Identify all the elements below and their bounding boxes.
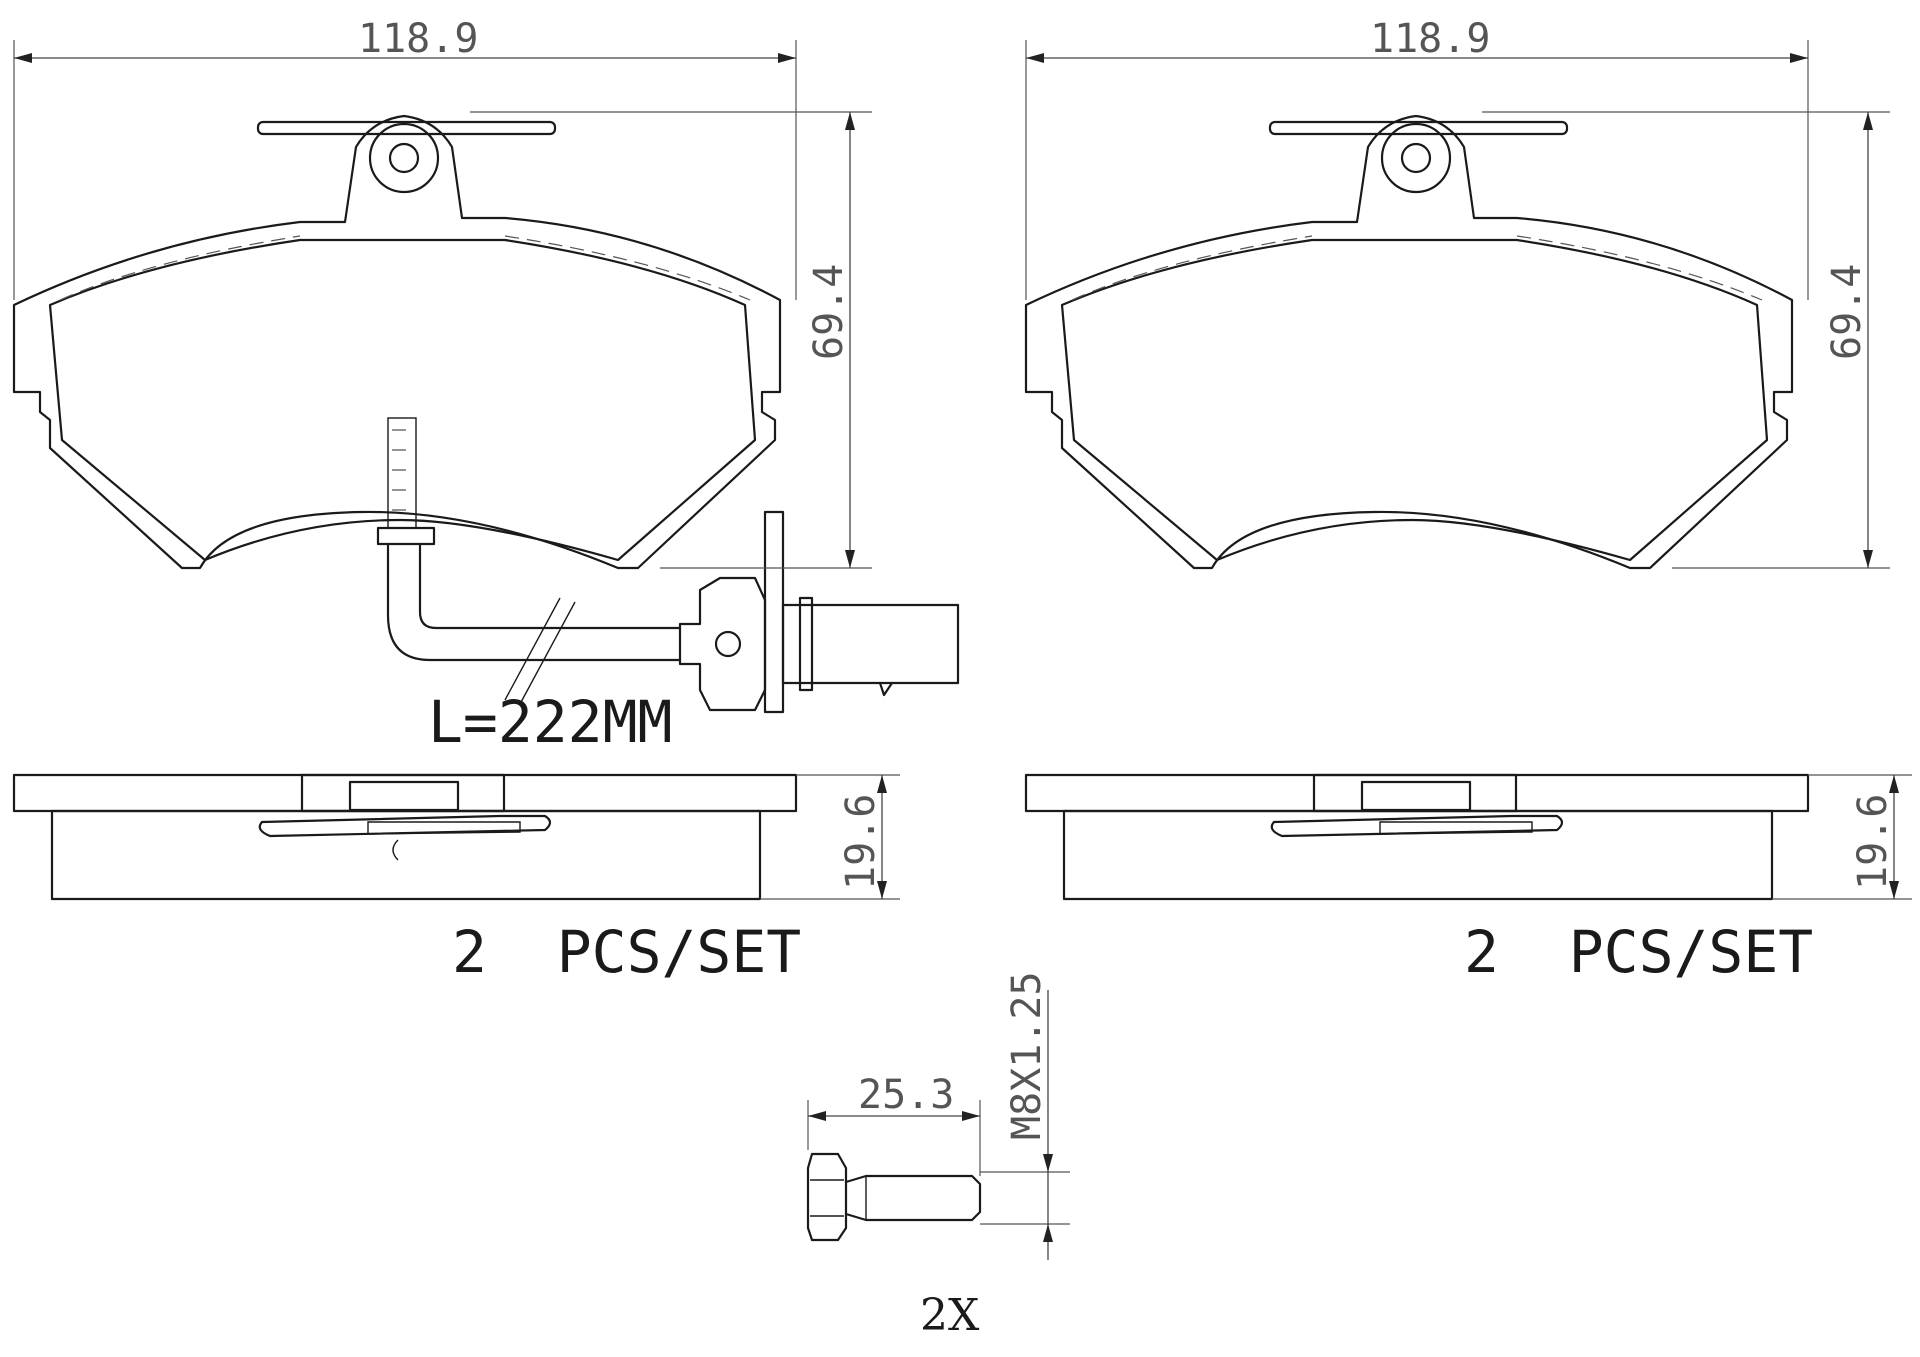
left-side-backing: [12, 773, 798, 813]
right-clip-bar: [1268, 120, 1569, 136]
left-quantity-label: 2 PCS/SET: [452, 918, 801, 986]
sensor-plug: [781, 603, 960, 685]
right-width-label: 118.9: [1370, 16, 1490, 62]
left-width-label: 118.9: [358, 16, 478, 62]
guide-bolt: [806, 1152, 982, 1242]
right-side-friction: [1062, 809, 1774, 901]
left-thickness-dimension: 19.6: [760, 774, 900, 900]
right-thickness-label: 19.6: [1850, 794, 1896, 890]
right-quantity-label: 2 PCS/SET: [1464, 918, 1813, 986]
left-height-dimension: 69.4: [470, 111, 872, 569]
left-clip-bar: [256, 120, 557, 136]
right-thickness-dimension: 19.6: [1772, 774, 1912, 900]
bolt-head: [806, 1152, 848, 1242]
right-pad-side-view: [1024, 773, 1810, 901]
left-clip-hole-outer: [368, 122, 440, 194]
sensor-wire: [386, 542, 682, 662]
right-width-dimension: 118.9: [1025, 16, 1809, 300]
bolt-thread-label: M8X1.25: [1004, 971, 1050, 1140]
sensor-connector: [678, 576, 767, 712]
right-pad-front-view: [1024, 114, 1794, 570]
left-pad-side-view: [12, 773, 798, 901]
right-height-dimension: 69.4: [1482, 111, 1890, 569]
right-side-backing: [1024, 773, 1810, 813]
bolt-length-dimension: 25.3: [807, 1072, 981, 1176]
sensor-length-label: L=222MM: [428, 688, 672, 756]
left-pad-front-view: [12, 114, 782, 570]
left-thickness-label: 19.6: [838, 794, 884, 890]
bolt-length-label: 25.3: [858, 1072, 954, 1118]
right-backing-plate: [1024, 114, 1794, 570]
wear-sensor: [376, 417, 960, 714]
right-clip-hole-inner: [1400, 142, 1432, 174]
left-clip-hole-inner: [388, 142, 420, 174]
left-height-label: 69.4: [806, 264, 852, 360]
right-clip-hole-outer: [1380, 122, 1452, 194]
left-side-friction: [50, 809, 762, 901]
bolt-quantity-label: 2X: [920, 1290, 980, 1341]
bolt-thread-dimension: M8X1.25: [980, 971, 1070, 1260]
left-friction-material: [48, 238, 757, 562]
left-width-dimension: 118.9: [13, 16, 797, 300]
left-backing-plate: [12, 114, 782, 570]
right-height-label: 69.4: [1824, 264, 1870, 360]
bolt-shank: [844, 1174, 982, 1222]
right-friction-material: [1060, 238, 1769, 562]
